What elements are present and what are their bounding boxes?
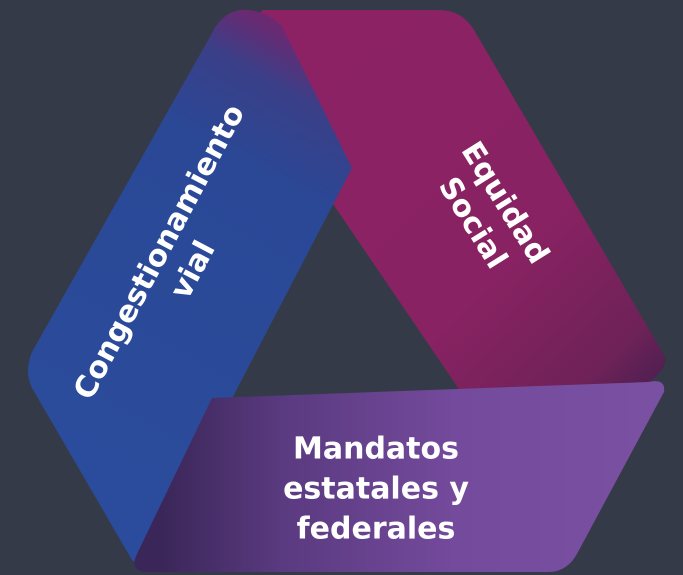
segment-bottom-band [134, 381, 665, 572]
bottom-segment-label-line-3: federales [297, 512, 456, 547]
segment-left-band [28, 9, 352, 564]
bottom-segment-label-line-1: Mandatos [293, 432, 459, 467]
label-bottom-group: Mandatos estatales y federales [283, 432, 469, 547]
segment-right-band [235, 10, 666, 398]
bottom-segment-label-line-2: estatales y [283, 472, 469, 507]
